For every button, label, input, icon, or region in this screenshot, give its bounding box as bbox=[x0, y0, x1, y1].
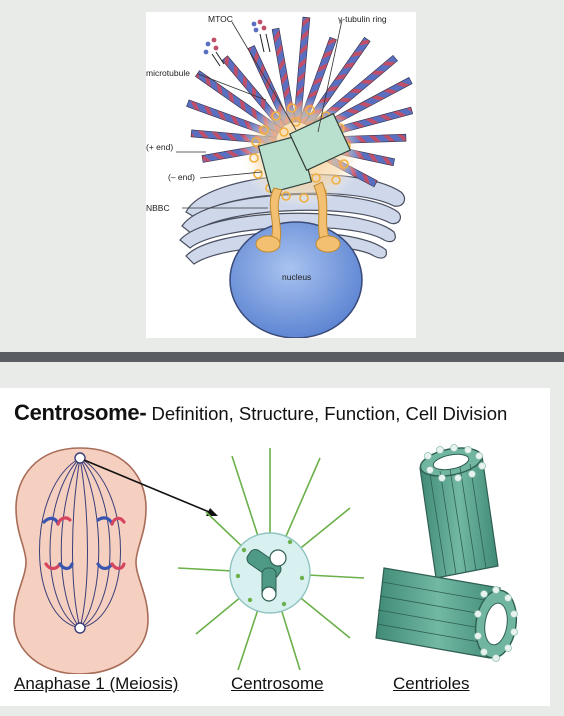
centrioles-illustration bbox=[375, 444, 518, 662]
caption-centrioles: Centrioles bbox=[393, 674, 470, 693]
centrioles-top bbox=[257, 112, 352, 194]
centrosome-card: Centrosome- Definition, Structure, Funct… bbox=[0, 388, 550, 706]
card-title: Centrosome- Definition, Structure, Funct… bbox=[14, 400, 507, 426]
label-nucleus: nucleus bbox=[282, 272, 311, 282]
tubulin-dimers bbox=[203, 19, 267, 55]
label-gamma-tubulin-ring: γ-tubulin ring bbox=[338, 14, 387, 24]
mtoc-diagram: nucleus bbox=[146, 12, 416, 338]
centrosome-illustration bbox=[177, 448, 365, 671]
card-title-rest: Definition, Structure, Function, Cell Di… bbox=[146, 403, 508, 424]
chromosomes bbox=[42, 516, 126, 571]
leader-lines bbox=[176, 19, 343, 209]
exchange-arrows bbox=[211, 33, 271, 67]
caption-centrosome: Centrosome bbox=[231, 674, 324, 693]
anaphase-cell bbox=[13, 447, 149, 674]
section-separator bbox=[0, 352, 564, 362]
label-nbbc: NBBC bbox=[146, 203, 170, 213]
caption-anaphase: Anaphase 1 (Meiosis) bbox=[14, 674, 179, 693]
centrosome-illustrations bbox=[13, 444, 518, 674]
mtoc-diagram-svg: nucleus bbox=[146, 14, 414, 338]
card-title-bold: Centrosome- bbox=[14, 400, 147, 425]
label-plus-end: (+ end) bbox=[146, 142, 173, 152]
label-mtoc: MTOC bbox=[208, 14, 233, 24]
nbbc-fibers bbox=[255, 181, 341, 253]
label-microtubule: microtubule bbox=[146, 68, 190, 78]
label-minus-end: (– end) bbox=[168, 172, 195, 182]
